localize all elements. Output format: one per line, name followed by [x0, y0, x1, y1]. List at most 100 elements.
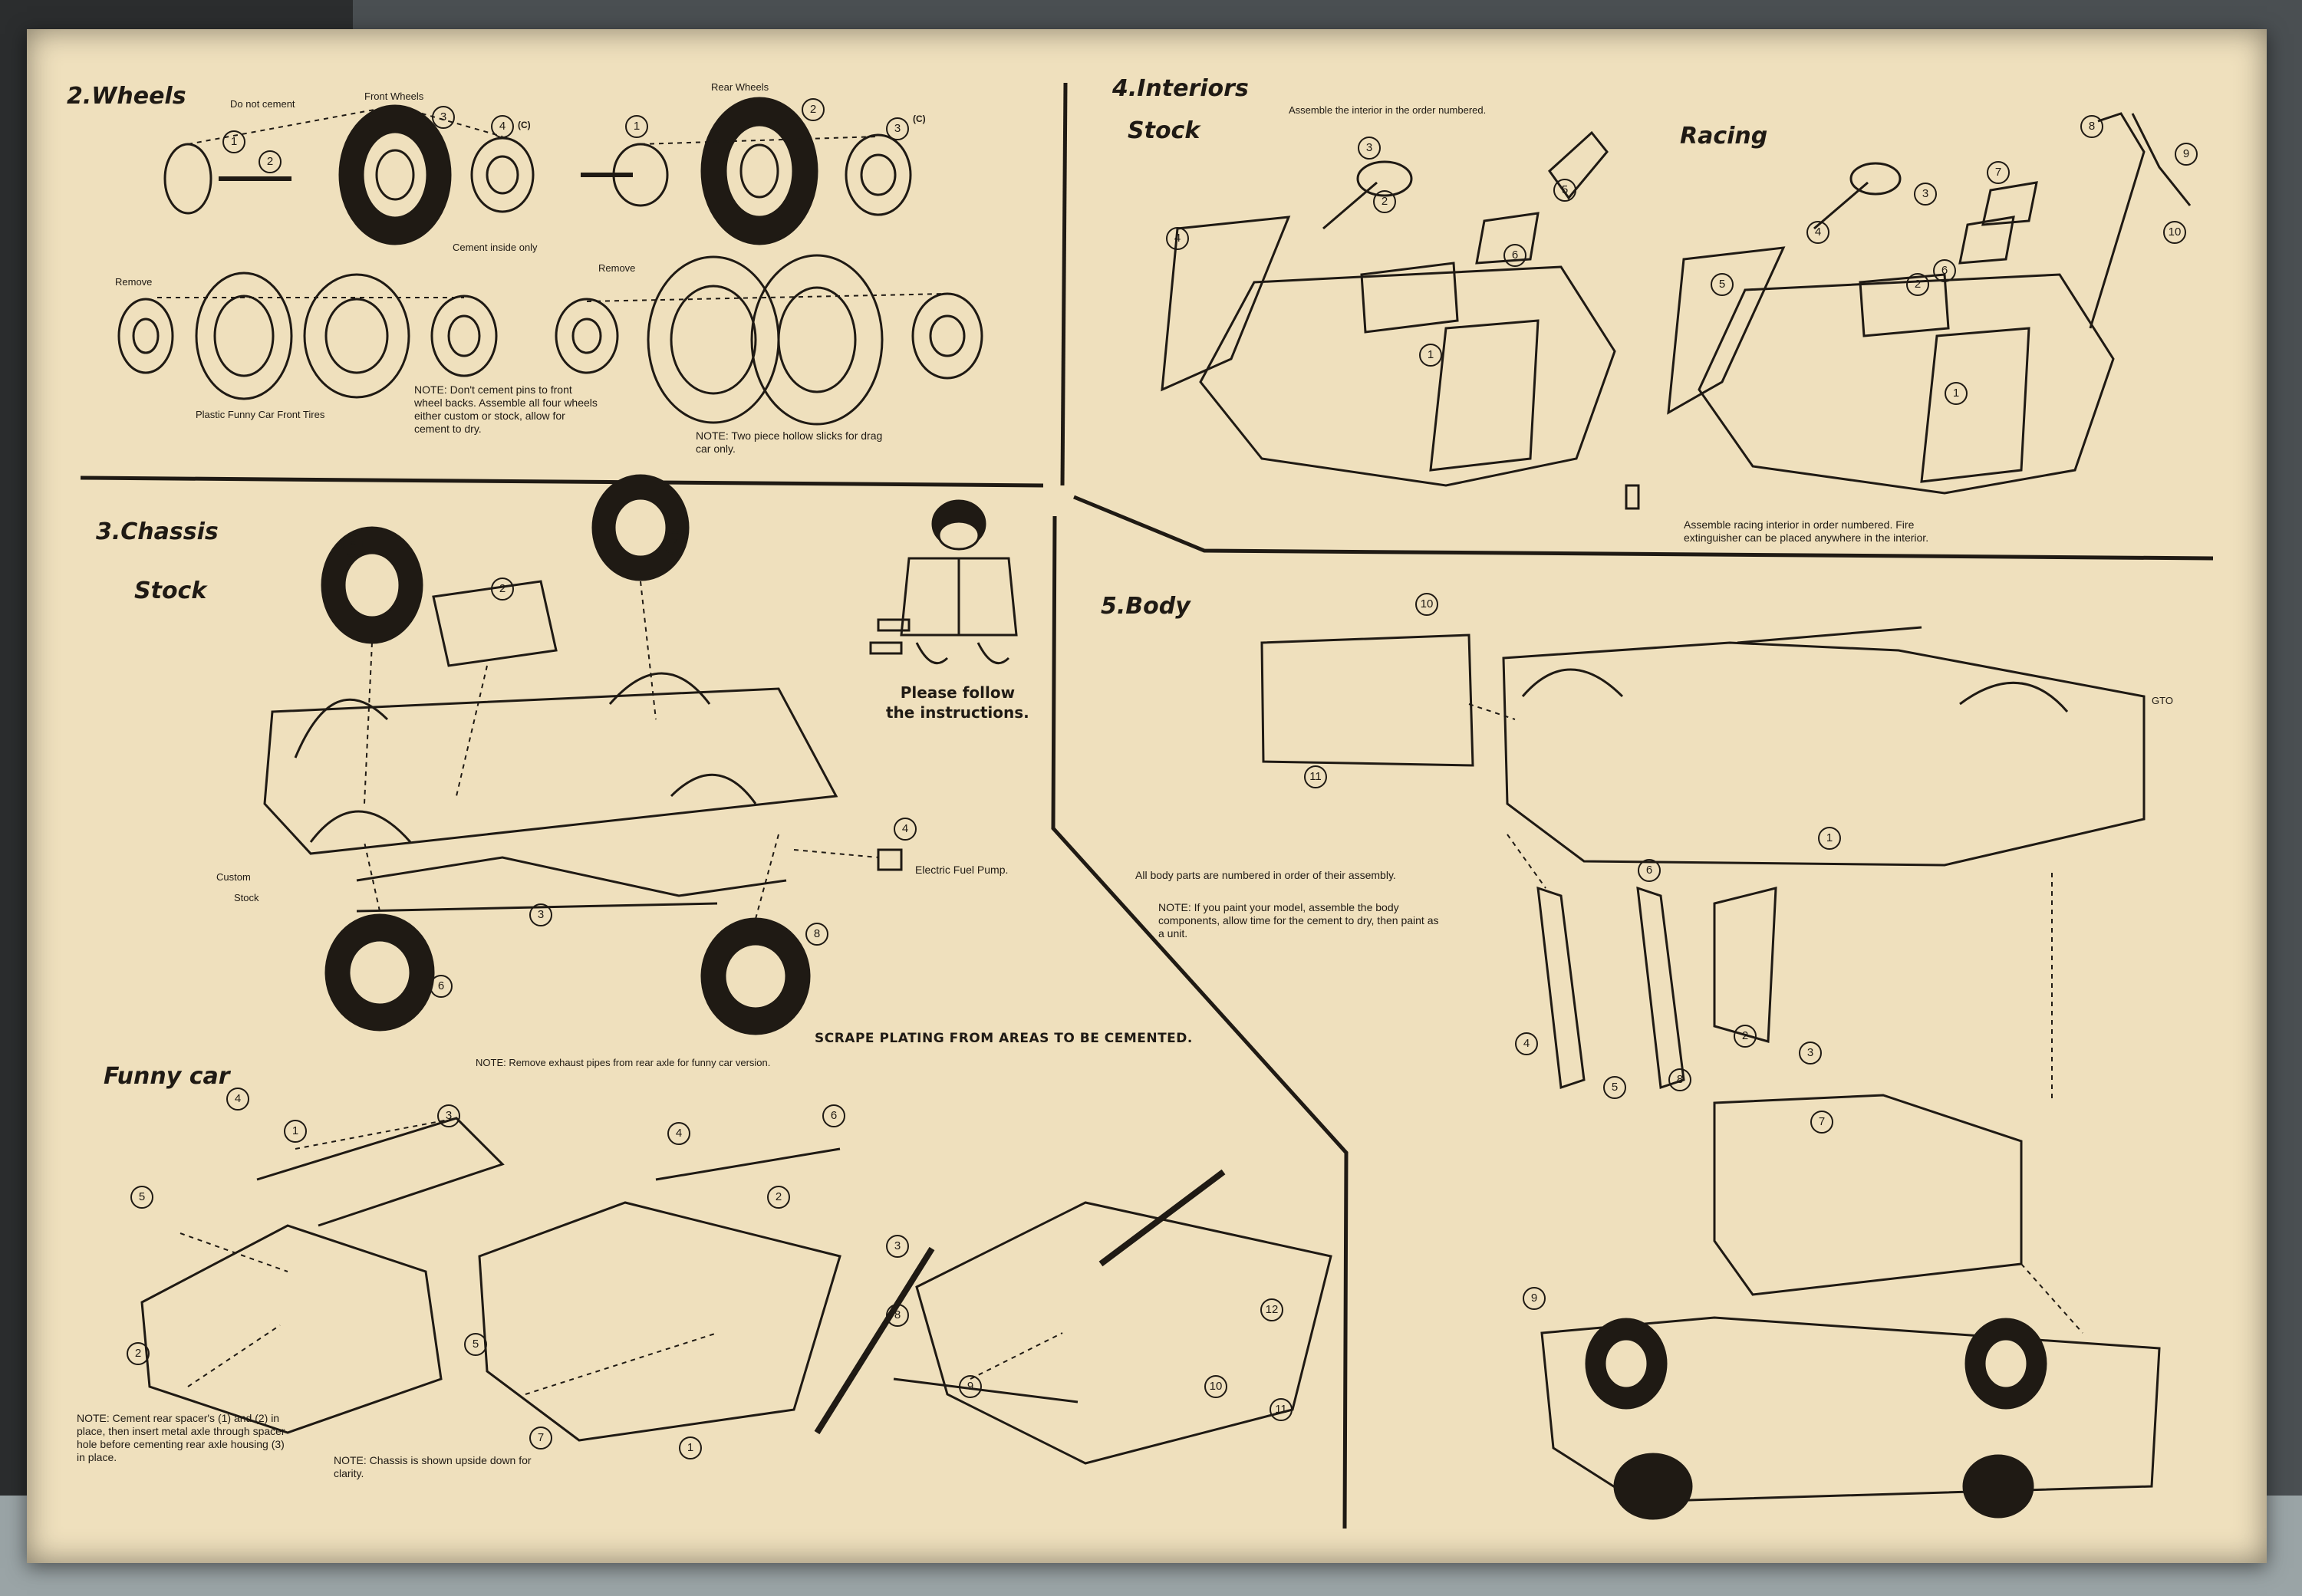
- part-number: 11: [1270, 1398, 1293, 1421]
- part-number: 5: [341, 534, 364, 557]
- interiors-racing-heading: Racing: [1680, 123, 1768, 150]
- part-number: 3: [1799, 1042, 1822, 1065]
- part-number: 2: [802, 98, 825, 121]
- cement-marker: (C): [913, 114, 926, 124]
- part-number: 1: [222, 130, 245, 153]
- line-art: [80, 82, 2214, 1529]
- part-number: 9: [2175, 143, 2198, 166]
- part-number: 2: [127, 1342, 150, 1365]
- spacers-note: NOTE: Cement rear spacer's (1) and (2) i…: [77, 1412, 285, 1463]
- chassis-art: [263, 474, 903, 1035]
- part-number: 4: [226, 1088, 249, 1111]
- instruction-sheet: 2.Wheels Do not cement Front Wheels Rear…: [27, 29, 2267, 1563]
- part-number: 7: [664, 531, 687, 554]
- part-number: 2: [1734, 1025, 1757, 1048]
- mascot-callout: Please follow the instructions.: [886, 683, 1029, 722]
- part-number: 6: [430, 975, 453, 998]
- part-number: 4: [667, 1122, 690, 1145]
- body-paint-note: NOTE: If you paint your model, assemble …: [1158, 901, 1439, 940]
- part-number: 8: [1668, 1068, 1691, 1091]
- chassis-section-title: 3.Chassis: [96, 518, 219, 545]
- part-number: 1: [1818, 827, 1841, 850]
- wheels-section-title: 2.Wheels: [67, 83, 186, 110]
- part-number: 8: [886, 1304, 909, 1327]
- part-number: 4: [1806, 221, 1829, 244]
- part-number: 4: [894, 818, 917, 841]
- divider-body-left: [1051, 515, 1349, 1529]
- part-number: 3: [437, 1104, 460, 1127]
- cement-marker: (C): [518, 120, 531, 130]
- part-number: 1: [284, 1120, 307, 1143]
- divider-vertical-top: [1060, 82, 1068, 486]
- part-number: 1: [1419, 344, 1442, 367]
- upside-down-note: NOTE: Chassis is shown upside down for c…: [334, 1454, 532, 1479]
- body-order-note: All body parts are numbered in order of …: [1135, 869, 1396, 881]
- part-number: 9: [959, 1375, 982, 1398]
- funny-car-art: [140, 1117, 1332, 1465]
- electric-fuel-pump-label: Electric Fuel Pump.: [915, 864, 1009, 876]
- divider-horizontal-left: [80, 476, 1044, 488]
- part-number: 3: [886, 1235, 909, 1258]
- chassis-stock-heading: Stock: [134, 578, 207, 604]
- rear-wheels-label: Rear Wheels: [711, 81, 769, 93]
- part-number: 10: [2163, 221, 2186, 244]
- part-number: 9: [1523, 1287, 1546, 1310]
- interiors-art: [1161, 112, 2192, 510]
- part-number: 8: [2080, 115, 2103, 138]
- part-number: 2: [259, 150, 282, 173]
- part-number: 4: [491, 115, 514, 138]
- racing-interior-note: Assemble racing interior in order number…: [1684, 518, 1929, 544]
- part-number: 3: [432, 106, 455, 129]
- exhaust-note: NOTE: Remove exhaust pipes from rear axl…: [476, 1057, 771, 1068]
- front-wheels-label: Front Wheels: [364, 90, 424, 102]
- part-number: 7: [1810, 1111, 1833, 1134]
- funny-car-heading: Funny car: [104, 1063, 230, 1090]
- part-number: 4: [1166, 227, 1189, 250]
- mascot-art: [869, 499, 1018, 665]
- part-number: 3: [1358, 137, 1381, 160]
- wheels-slicks-note: NOTE: Two piece hollow slicks for drag c…: [696, 429, 883, 455]
- custom-label: Custom: [216, 871, 251, 883]
- part-number: 1: [1945, 382, 1968, 405]
- part-number: 6: [1638, 859, 1661, 882]
- interiors-section-title: 4.Interiors: [1112, 75, 1249, 102]
- do-not-cement-label: Do not cement: [230, 98, 295, 110]
- gto-badge: GTO: [2152, 695, 2173, 706]
- part-number: 5: [1711, 273, 1734, 296]
- part-number: 3: [886, 117, 909, 140]
- part-number: 4: [1515, 1032, 1538, 1055]
- divider-right-mid: [1073, 495, 2214, 561]
- part-number: 12: [1260, 1298, 1283, 1321]
- body-section-title: 5.Body: [1101, 593, 1191, 620]
- part-number: 2: [491, 578, 514, 601]
- part-number: 1: [625, 115, 648, 138]
- part-number: 6: [822, 1104, 845, 1127]
- interiors-stock-heading: Stock: [1128, 117, 1200, 144]
- remove-label-left: Remove: [115, 276, 153, 288]
- part-number: 8: [805, 923, 828, 946]
- part-number: 2: [1373, 190, 1396, 213]
- wheels-pins-note: NOTE: Don't cement pins to front wheel b…: [414, 383, 598, 435]
- part-number: 2: [1906, 273, 1929, 296]
- part-number: 3: [529, 903, 552, 926]
- cement-inside-only-label: Cement inside only: [453, 242, 538, 253]
- funny-car-front-tires-label: Plastic Funny Car Front Tires: [196, 409, 325, 420]
- part-number: 6: [1503, 244, 1526, 267]
- part-number: 6: [1933, 259, 1956, 282]
- part-number: 2: [767, 1186, 790, 1209]
- part-number: 1: [679, 1436, 702, 1459]
- part-number: 5: [1603, 1076, 1626, 1099]
- interiors-order-instruction: Assemble the interior in the order numbe…: [1289, 104, 1487, 116]
- part-number: 5: [464, 1333, 487, 1356]
- body-art: [1260, 626, 2161, 1520]
- stock-label: Stock: [234, 892, 259, 903]
- part-number: 7: [529, 1427, 552, 1450]
- part-number: 11: [1304, 765, 1327, 788]
- part-number: 7: [1987, 161, 2010, 184]
- remove-label-right: Remove: [598, 262, 636, 274]
- part-number: 5: [1553, 179, 1576, 202]
- mascot-callout-line-1: Please follow: [900, 683, 1016, 702]
- part-number: 3: [1914, 183, 1937, 206]
- scrape-plating-banner: SCRAPE PLATING FROM AREAS TO BE CEMENTED…: [815, 1031, 1193, 1046]
- part-number: 10: [1204, 1375, 1227, 1398]
